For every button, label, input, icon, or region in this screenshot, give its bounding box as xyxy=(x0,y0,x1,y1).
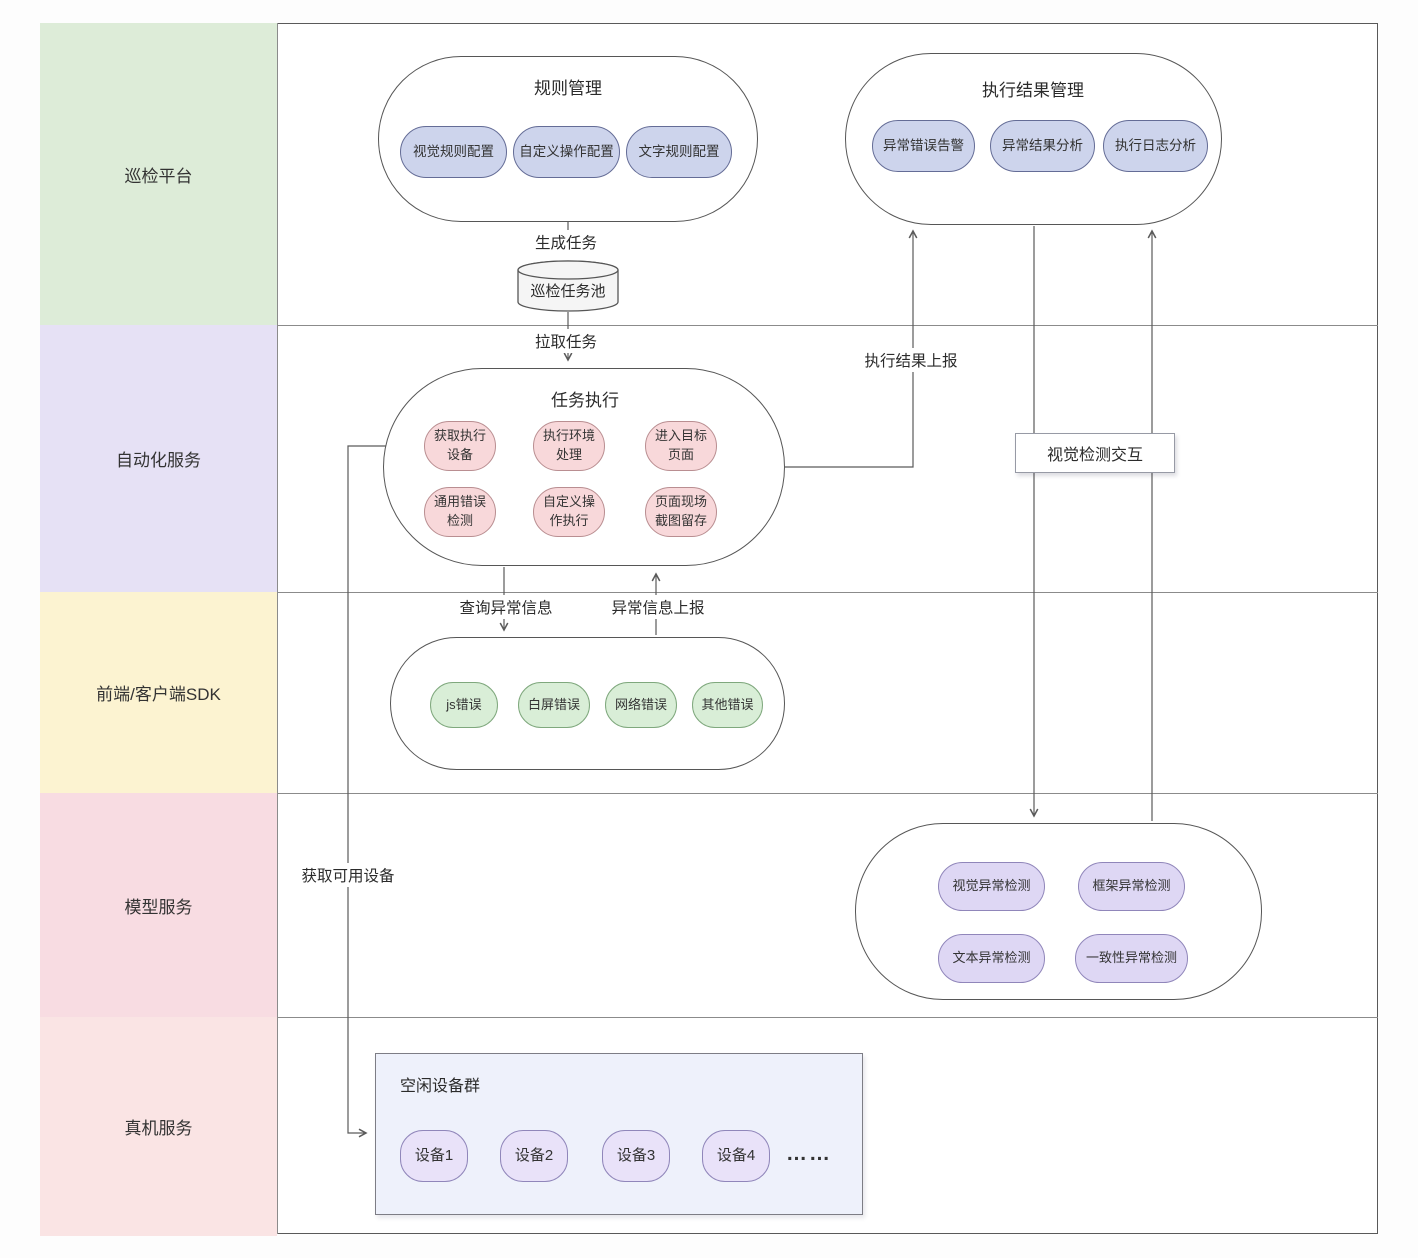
pill-visual-rule-config: 视觉规则配置 xyxy=(400,126,507,178)
lane-divider-4 xyxy=(40,1017,1378,1018)
pill-network-error: 网络错误 xyxy=(605,682,677,728)
pill-get-exec-device: 获取执行设备 xyxy=(424,421,496,471)
pill-device-1: 设备1 xyxy=(400,1130,468,1182)
label-report-error: 异常信息上报 xyxy=(604,595,712,619)
pill-exec-log-analysis: 执行日志分析 xyxy=(1103,120,1208,172)
pill-other-error: 其他错误 xyxy=(692,682,763,728)
pill-text-anomaly-detect: 文本异常检测 xyxy=(938,934,1045,983)
pill-consistency-anomaly-detect: 一致性异常检测 xyxy=(1075,934,1188,983)
label-get-devices: 获取可用设备 xyxy=(294,863,402,887)
lane-label: 巡检平台 xyxy=(124,166,193,186)
pill-visual-anomaly-detect: 视觉异常检测 xyxy=(938,862,1045,911)
lane-real-device-service: 真机服务 xyxy=(40,1017,277,1236)
lane-label: 前端/客户端SDK xyxy=(96,685,221,704)
label-query-error: 查询异常信息 xyxy=(452,595,560,619)
result-management-title: 执行结果管理 xyxy=(982,81,1084,100)
pill-text-rule-config: 文字规则配置 xyxy=(626,126,732,178)
pill-enter-target-page: 进入目标页面 xyxy=(645,421,717,471)
pill-device-4: 设备4 xyxy=(702,1130,770,1182)
lane-column-divider xyxy=(277,23,278,1234)
lane-inspection-platform: 巡检平台 xyxy=(40,23,277,325)
rule-management-title: 规则管理 xyxy=(534,79,602,98)
lane-automation-service: 自动化服务 xyxy=(40,325,277,592)
pill-general-error-detect: 通用错误检测 xyxy=(424,487,496,537)
pill-js-error: js错误 xyxy=(430,682,498,728)
lane-model-service: 模型服务 xyxy=(40,793,277,1017)
label-generate-task: 生成任务 xyxy=(527,230,605,254)
pill-device-3: 设备3 xyxy=(602,1130,670,1182)
lane-divider-3 xyxy=(40,793,1378,794)
pill-env-processing: 执行环境处理 xyxy=(533,421,605,471)
pill-framework-anomaly-detect: 框架异常检测 xyxy=(1078,862,1185,911)
pill-error-alarm: 异常错误告警 xyxy=(872,120,975,172)
task-pool-label: 巡检任务池 xyxy=(530,283,606,300)
lane-label: 真机服务 xyxy=(124,1119,193,1138)
label-report-result: 执行结果上报 xyxy=(857,348,965,372)
pill-screenshot-save: 页面现场截图留存 xyxy=(645,487,717,537)
lane-frontend-sdk: 前端/客户端SDK xyxy=(40,592,277,793)
lane-label: 自动化服务 xyxy=(116,451,201,470)
pill-whitescreen-error: 白屏错误 xyxy=(518,682,590,728)
model-service-container xyxy=(855,823,1262,1000)
pill-result-analysis: 异常结果分析 xyxy=(990,120,1095,172)
task-execution-title: 任务执行 xyxy=(551,391,619,410)
lane-divider-1 xyxy=(40,325,1378,326)
lane-label: 模型服务 xyxy=(124,897,193,917)
pill-custom-action-exec: 自定义操作执行 xyxy=(533,487,605,537)
lane-divider-2 xyxy=(40,592,1378,593)
label-pull-task: 拉取任务 xyxy=(527,329,605,353)
pill-custom-action-config: 自定义操作配置 xyxy=(513,126,620,178)
idle-device-group-title: 空闲设备群 xyxy=(400,1078,481,1095)
device-ellipsis: …… xyxy=(786,1142,832,1165)
pill-device-2: 设备2 xyxy=(500,1130,568,1182)
visual-detect-interaction-box: 视觉检测交互 xyxy=(1015,433,1175,473)
